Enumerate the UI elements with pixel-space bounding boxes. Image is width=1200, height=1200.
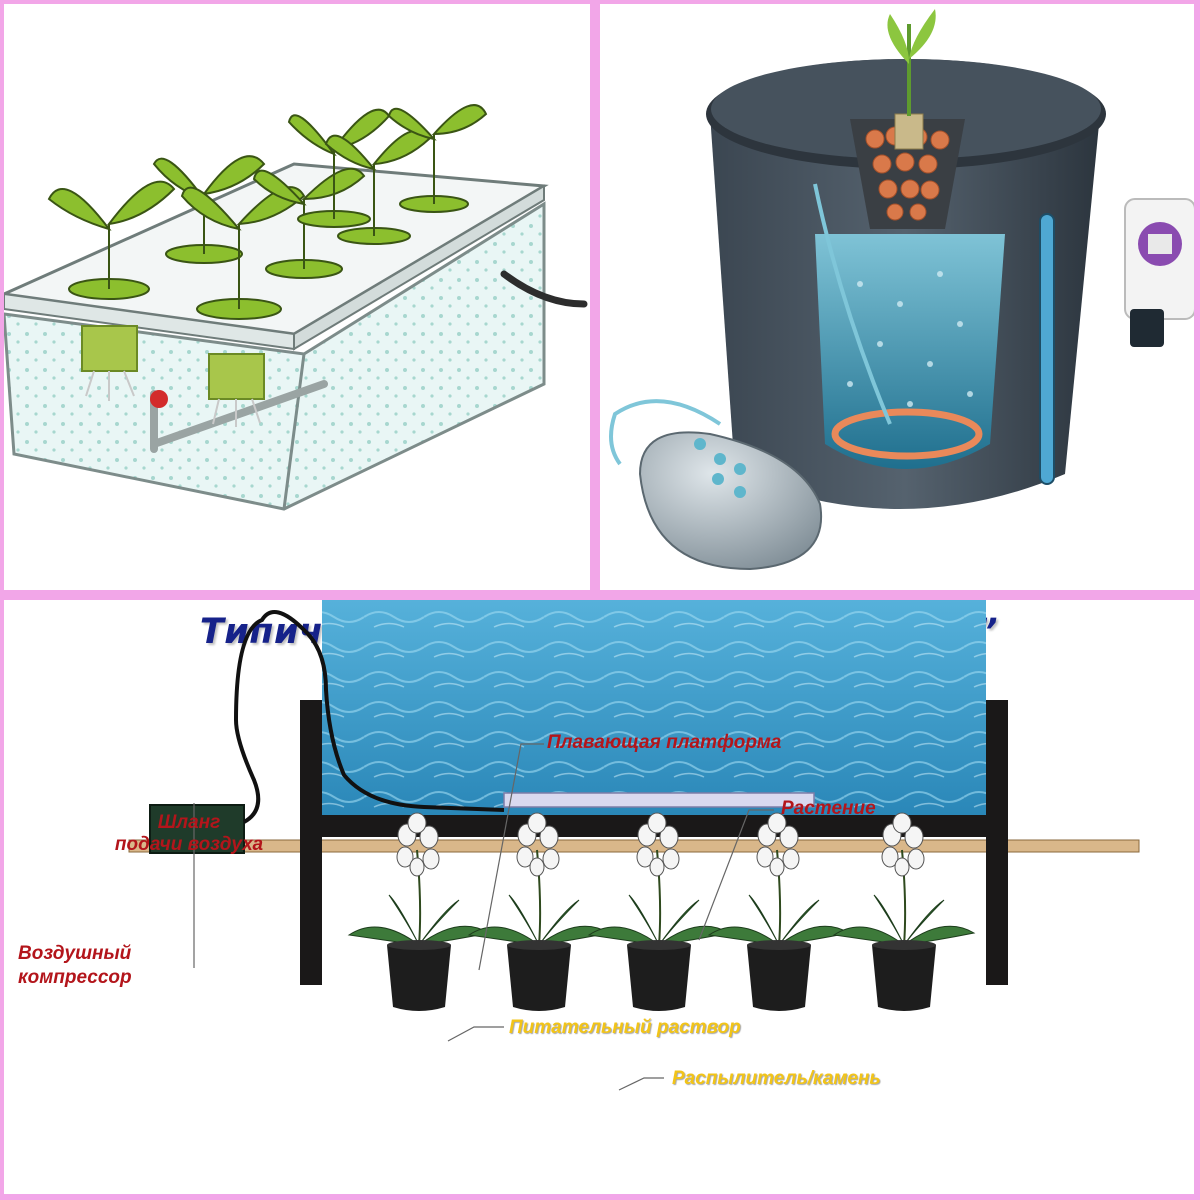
hydroponic-tray-illustration xyxy=(4,4,590,590)
label-air-compressor: Воздушный компрессор xyxy=(18,942,132,990)
label-air-compressor-line1: Воздушный xyxy=(18,942,132,966)
water-culture-diagram-panel: Типичная система “Водной культуры” xyxy=(4,600,1194,1194)
dwc-bucket-illustration xyxy=(600,4,1194,590)
label-nutrient-solution: Питательный раствор xyxy=(509,1017,741,1039)
label-air-hose-line1: Шланг xyxy=(104,812,274,834)
label-floating-platform: Плавающая платформа xyxy=(547,732,781,754)
tray-illustration-panel xyxy=(4,4,590,590)
label-air-hose: Шланг подачи воздуха xyxy=(104,812,274,856)
label-air-stone: Распылитель/камень xyxy=(672,1068,881,1090)
bucket-illustration-panel xyxy=(600,4,1194,590)
label-air-compressor-line2: компрессор xyxy=(18,966,132,990)
water-culture-diagram xyxy=(4,600,1194,1194)
label-air-hose-line2: подачи воздуха xyxy=(104,834,274,856)
label-plant: Растение xyxy=(781,798,876,820)
